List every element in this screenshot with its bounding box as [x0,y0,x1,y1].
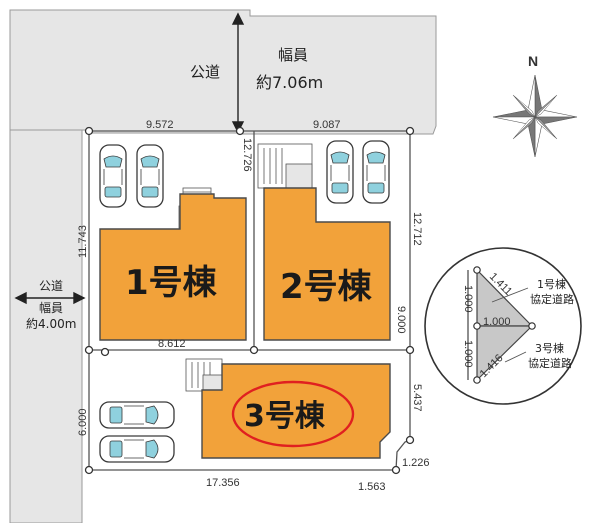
top-road-name: 公道 [190,63,220,81]
inset-upper-sub: 協定道路 [530,292,574,306]
dim-corner-a: 1.563 [358,481,386,493]
inset-lower-sub: 協定道路 [528,356,572,370]
inset-dim-middle: 1.000 [483,316,511,328]
stair-detail-3 [185,358,223,392]
compass-icon [492,74,578,158]
left-road-width-value: 約4.00m [26,316,76,331]
left-road-width-arrow [14,291,86,305]
dim-lot3-left: 6.000 [77,408,89,436]
car-icon [326,140,354,204]
left-road [9,129,83,523]
building-2 [263,187,391,341]
dim-lot3-bottom: 17.356 [206,477,240,489]
car-icon [99,401,175,429]
building-2-label: 2号棟 [280,267,373,307]
top-road-width-label: 幅員 [278,46,308,64]
top-road-width-value: 約7.06m [256,73,323,92]
inset-dim-top-left: 1.000 [462,285,474,313]
dim-lot2-top: 9.087 [313,119,341,131]
inset-dim-bottom-left: 1.000 [462,340,474,368]
dim-lot1-right: 12.726 [241,138,253,172]
dim-corner-b: 1.226 [402,457,430,469]
inset-lower-triangle [476,325,534,382]
left-road-width-label: 幅員 [39,300,63,315]
dim-lot1-bottom: 8.612 [158,338,186,350]
lot-corner-markers [84,126,415,475]
stair-detail-2 [257,143,313,189]
dim-lot1-left: 11.743 [77,225,89,258]
top-road [9,9,437,135]
dim-lot1-top: 9.572 [146,119,174,131]
dim-lot3-right: 5.437 [411,384,423,412]
dim-lot2-bottom: 9.000 [395,306,407,334]
building-1 [99,193,247,341]
dim-lot2-right: 12.712 [411,212,423,246]
car-icon [99,435,175,463]
inset-detail [424,247,582,405]
building-3-label: 3号棟 [244,399,326,434]
building-3-highlight-ring [231,380,355,448]
inset-upper-title: 1号棟 [537,277,566,291]
building-1-label: 1号棟 [125,263,218,303]
car-icon [136,144,164,208]
inset-lower-title: 3号棟 [535,341,564,355]
compass-north-label: N [528,53,538,69]
car-icon [362,140,390,204]
car-icon [99,144,127,208]
left-road-name: 公道 [39,279,63,293]
